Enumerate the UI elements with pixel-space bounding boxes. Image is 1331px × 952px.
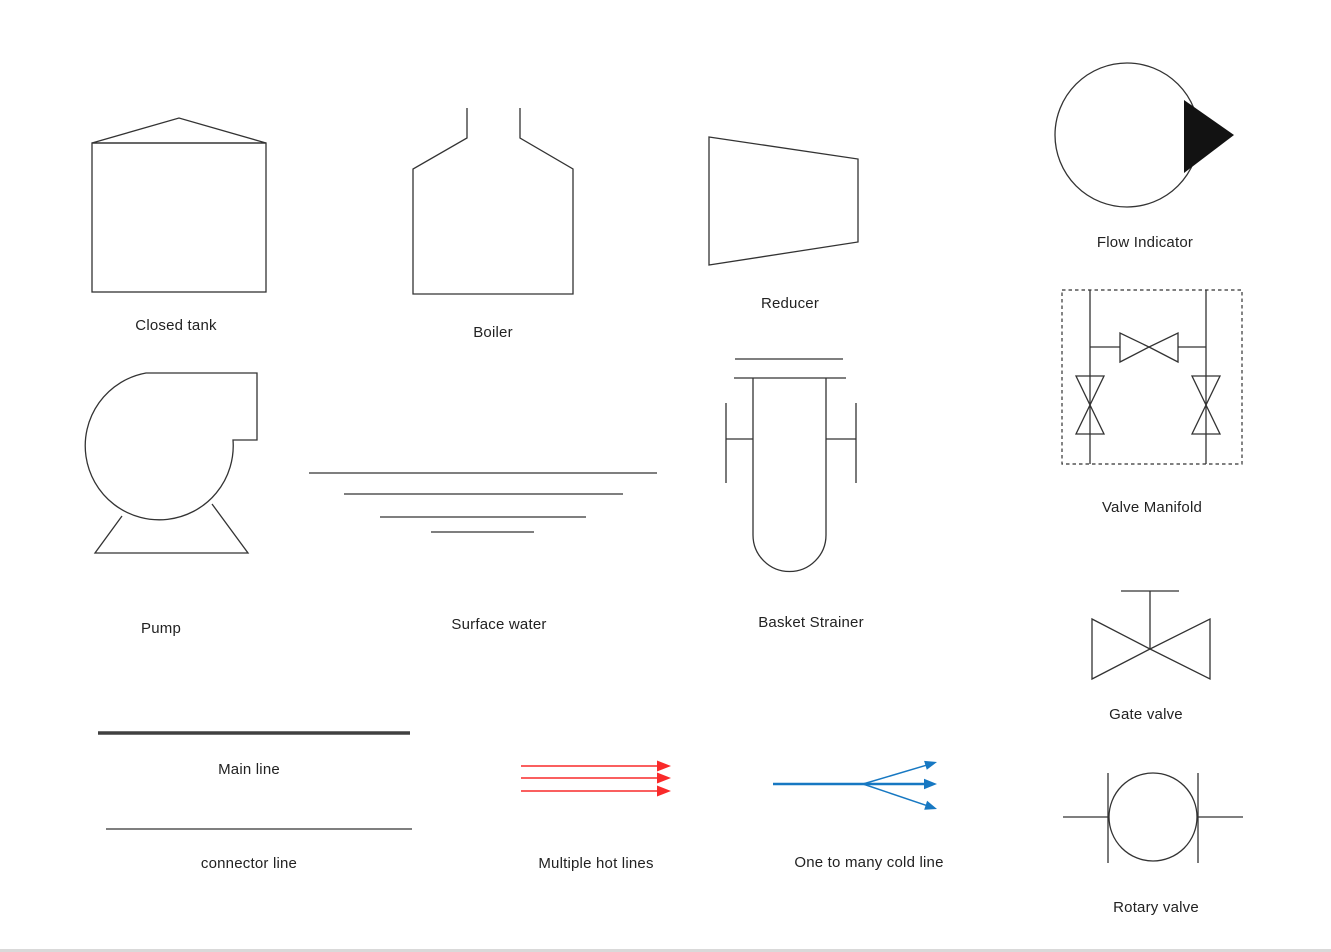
surface-water-label: Surface water <box>451 616 547 633</box>
canvas-bottom-edge <box>0 949 1331 952</box>
one-to-many-cold-line-symbol <box>773 760 937 810</box>
multiple-hot-lines-label: Multiple hot lines <box>538 855 654 872</box>
reducer-symbol <box>708 136 859 266</box>
gate-valve-left-triangle <box>1091 617 1152 681</box>
rotary-valve-label: Rotary valve <box>1113 899 1199 916</box>
bypass-valve-left-triangle <box>1119 331 1151 364</box>
boiler-outline <box>412 108 574 295</box>
tank-body <box>91 142 267 293</box>
bypass-valve-right-triangle <box>1147 331 1179 364</box>
hot-line-3-arrowhead-icon <box>657 785 671 797</box>
left-valve-bottom-triangle <box>1074 403 1106 435</box>
flow-indicator-symbol <box>1054 62 1234 208</box>
right-valve-bottom-triangle <box>1190 403 1222 435</box>
cold-upper-arrowhead-icon <box>924 760 937 770</box>
cold-lower-arrowhead-icon <box>924 800 937 810</box>
left-valve-top-triangle <box>1074 375 1106 407</box>
main-line-label: Main line <box>218 761 280 778</box>
hot-line-1-arrowhead-icon <box>657 760 671 772</box>
cold-middle-arrowhead-icon <box>924 778 937 790</box>
strainer-basket <box>752 378 827 573</box>
pump-casing <box>84 372 258 521</box>
closed-tank-label: Closed tank <box>135 317 217 334</box>
pump-base <box>93 503 250 554</box>
surface-water-symbol <box>309 472 657 533</box>
boiler-label: Boiler <box>473 324 513 341</box>
connector-line-label: connector line <box>200 855 298 872</box>
boiler-symbol <box>412 108 574 295</box>
valve-manifold-label: Valve Manifold <box>1101 499 1203 516</box>
rotary-valve-symbol <box>1063 772 1243 863</box>
multiple-hot-lines-symbol <box>521 760 671 797</box>
gate-valve-right-triangle <box>1148 617 1211 681</box>
reducer-outline <box>708 136 859 266</box>
flow-indicator-circle <box>1054 62 1200 208</box>
rotary-valve-body <box>1108 772 1198 862</box>
gate-valve-label: Gate valve <box>1109 706 1183 723</box>
one-to-many-cold-line-label: One to many cold line <box>794 854 944 871</box>
flow-indicator-label: Flow Indicator <box>1096 234 1194 251</box>
cold-line-upper-branch <box>862 764 927 785</box>
basket-strainer-symbol <box>725 358 857 573</box>
flow-indicator-arrowhead-icon <box>1184 100 1234 173</box>
basket-strainer-label: Basket Strainer <box>758 614 864 631</box>
manifold-dashed-boundary <box>1061 289 1243 465</box>
pump-label: Pump <box>141 620 181 637</box>
right-valve-top-triangle <box>1190 375 1222 407</box>
cold-line-lower-branch <box>862 783 927 807</box>
reducer-label: Reducer <box>760 295 820 312</box>
hot-line-2-arrowhead-icon <box>657 772 671 784</box>
closed-tank-symbol <box>91 117 267 293</box>
gate-valve-symbol <box>1091 590 1211 681</box>
tank-roof <box>91 117 267 144</box>
pump-symbol <box>84 372 258 554</box>
valve-manifold-symbol <box>1061 289 1243 465</box>
